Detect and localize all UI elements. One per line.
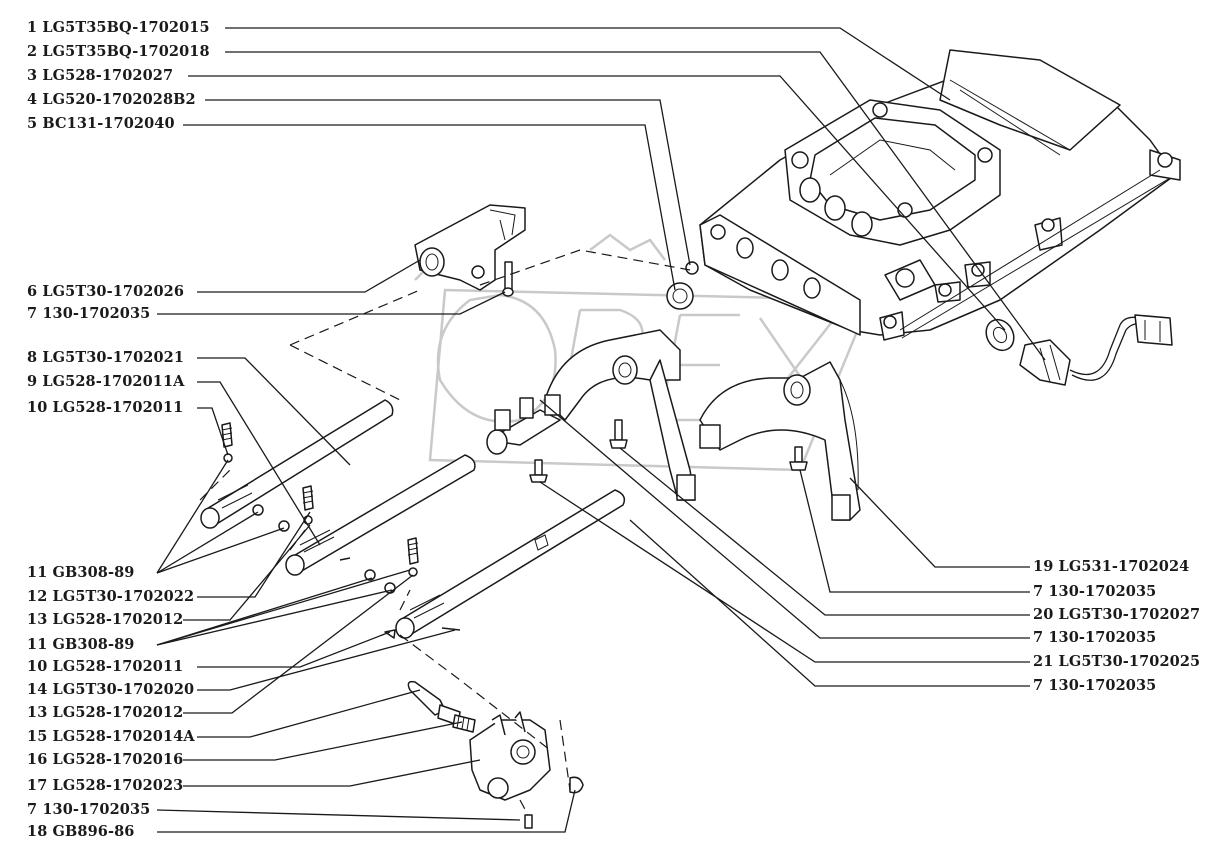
label-part-21: 21 LG5T30-1702025 [1033,653,1201,670]
label-part-5: 5 BC131-1702040 [27,115,175,132]
label-part-7-right-2: 7 130-1702035 [1033,629,1157,646]
label-part-14: 14 LG5T30-1702020 [27,681,195,698]
label-part-16: 16 LG528-1702016 [27,751,184,768]
label-part-12: 12 LG5T30-1702022 [27,588,195,605]
shift-housing [699,49,1181,341]
label-part-10: 10 LG528-1702011 [27,399,184,416]
label-part-13-second: 13 LG528-1702012 [27,704,184,721]
label-part-7-right-3: 7 130-1702035 [1033,677,1157,694]
lock-bolts [529,419,808,483]
label-part-7-lower: 7 130-1702035 [27,801,151,818]
label-part-13: 13 LG528-1702012 [27,611,184,628]
label-part-10-second: 10 LG528-1702011 [27,658,184,675]
shift-block-upper [414,204,526,297]
label-part-7-right-1: 7 130-1702035 [1033,583,1157,600]
shift-forks [486,329,861,521]
plug-washer [666,261,699,310]
reverse-switch [985,314,1173,386]
label-part-15: 15 LG528-1702014A [27,728,195,745]
label-part-4: 4 LG520-1702028B2 [27,91,196,108]
label-part-11: 11 GB308-89 [27,564,135,581]
label-part-7: 7 130-1702035 [27,305,151,322]
label-part-1: 1 LG5T35BQ-1702015 [27,19,210,36]
label-part-20: 20 LG5T30-1702027 [1033,606,1201,623]
label-part-2: 2 LG5T35BQ-1702018 [27,43,210,60]
label-part-19: 19 LG531-1702024 [1033,558,1190,575]
shift-block-lower [407,680,584,829]
assembly-lines [199,249,691,816]
label-part-3: 3 LG528-1702027 [27,67,174,84]
label-part-6: 6 LG5T30-1702026 [27,283,185,300]
label-part-11-second: 11 GB308-89 [27,636,135,653]
label-part-8: 8 LG5T30-1702021 [27,349,185,366]
shift-rails [200,399,626,639]
label-part-18: 18 GB896-86 [27,823,135,840]
label-part-9: 9 LG528-1702011A [27,373,185,390]
leader-lines [156,27,1046,833]
label-part-17: 17 LG528-1702023 [27,777,184,794]
